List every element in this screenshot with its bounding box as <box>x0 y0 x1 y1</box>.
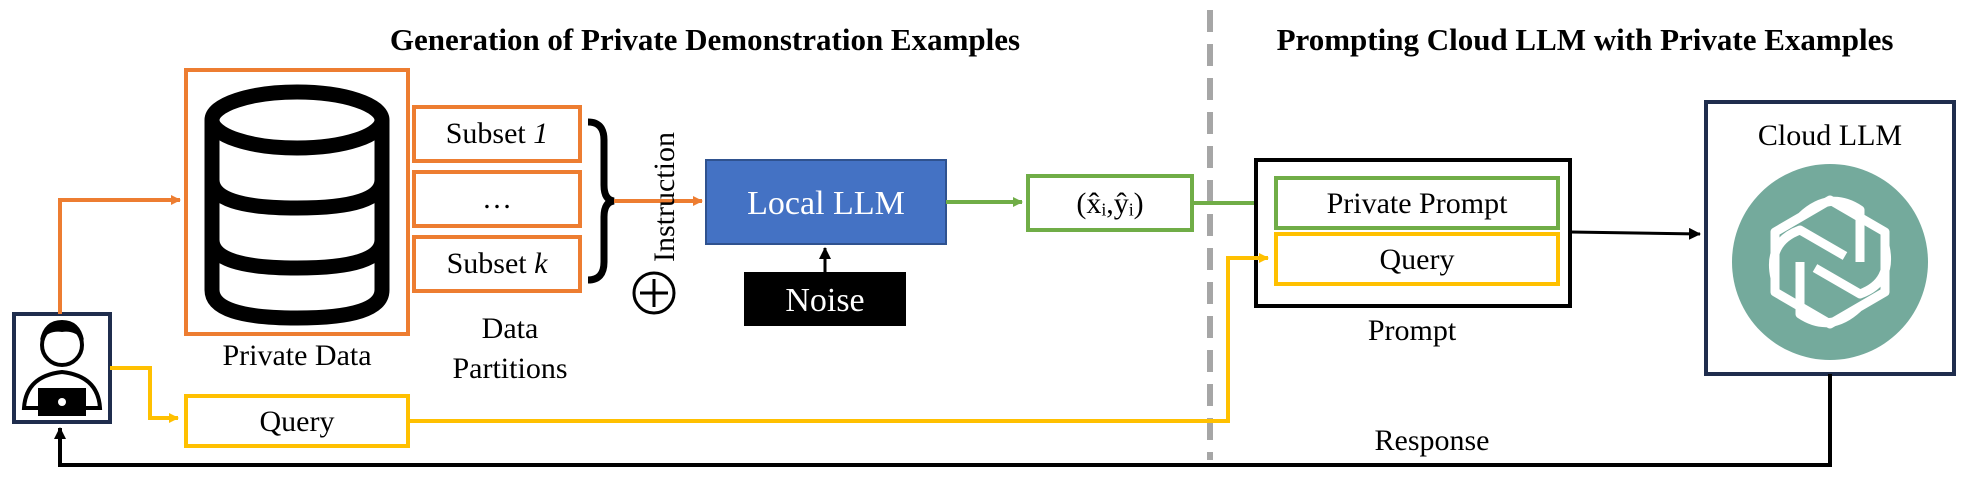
prompt-label: Prompt <box>1368 314 1457 347</box>
noise-box <box>744 272 906 326</box>
subset-ellipsis-text: … <box>482 182 512 215</box>
query-to-prompt-arrow <box>408 253 1269 423</box>
private-data-label: Private Data <box>222 339 371 372</box>
left-section-title: Generation of Private Demonstration Exam… <box>390 22 1020 57</box>
right-section-title: Prompting Cloud LLM with Private Example… <box>1277 22 1894 57</box>
partitions-label-line2: Partitions <box>452 352 567 385</box>
partitions-label-line1: Data <box>482 312 539 345</box>
cloud-llm-label: Cloud LLM <box>1758 119 1902 152</box>
example-pair-box <box>1026 174 1194 232</box>
user-icon <box>12 312 112 424</box>
prompt-to-cloud-arrow <box>1569 227 1701 240</box>
response-arrow <box>54 374 1832 467</box>
subset-1-index: 1 <box>533 117 548 150</box>
subset-k: Subset k <box>412 235 582 293</box>
subset-ellipsis: … <box>412 170 582 228</box>
svg-text:Subset 1: Subset 1 <box>446 117 549 150</box>
subsets-brace <box>587 118 615 284</box>
local-llm-label: Local LLM <box>747 185 905 222</box>
svg-text:Subset k: Subset k <box>447 247 549 280</box>
subset-k-text: Subset <box>447 247 535 280</box>
noise-label: Noise <box>785 282 864 319</box>
prompt-query-box <box>1274 232 1560 286</box>
subset-1-text: Subset <box>446 117 534 150</box>
private-prompt-box <box>1274 176 1560 230</box>
add-operator-icon <box>632 271 676 315</box>
user-query-box <box>184 394 410 448</box>
prompt-query-label: Query <box>1380 243 1455 276</box>
user-to-query-arrow <box>110 366 179 423</box>
example-pair-label: (x̂ᵢ,ŷᵢ) <box>1076 187 1143 220</box>
openai-logo-icon <box>1732 164 1928 360</box>
user-to-data-arrow <box>58 195 181 314</box>
instruction-label: Instruction <box>648 132 681 262</box>
user-query-label: Query <box>260 405 335 438</box>
subset-k-index: k <box>534 247 548 280</box>
subset-1: Subset 1 <box>412 105 582 163</box>
database-icon <box>204 84 390 326</box>
private-prompt-label: Private Prompt <box>1327 187 1508 220</box>
response-label: Response <box>1375 424 1490 457</box>
